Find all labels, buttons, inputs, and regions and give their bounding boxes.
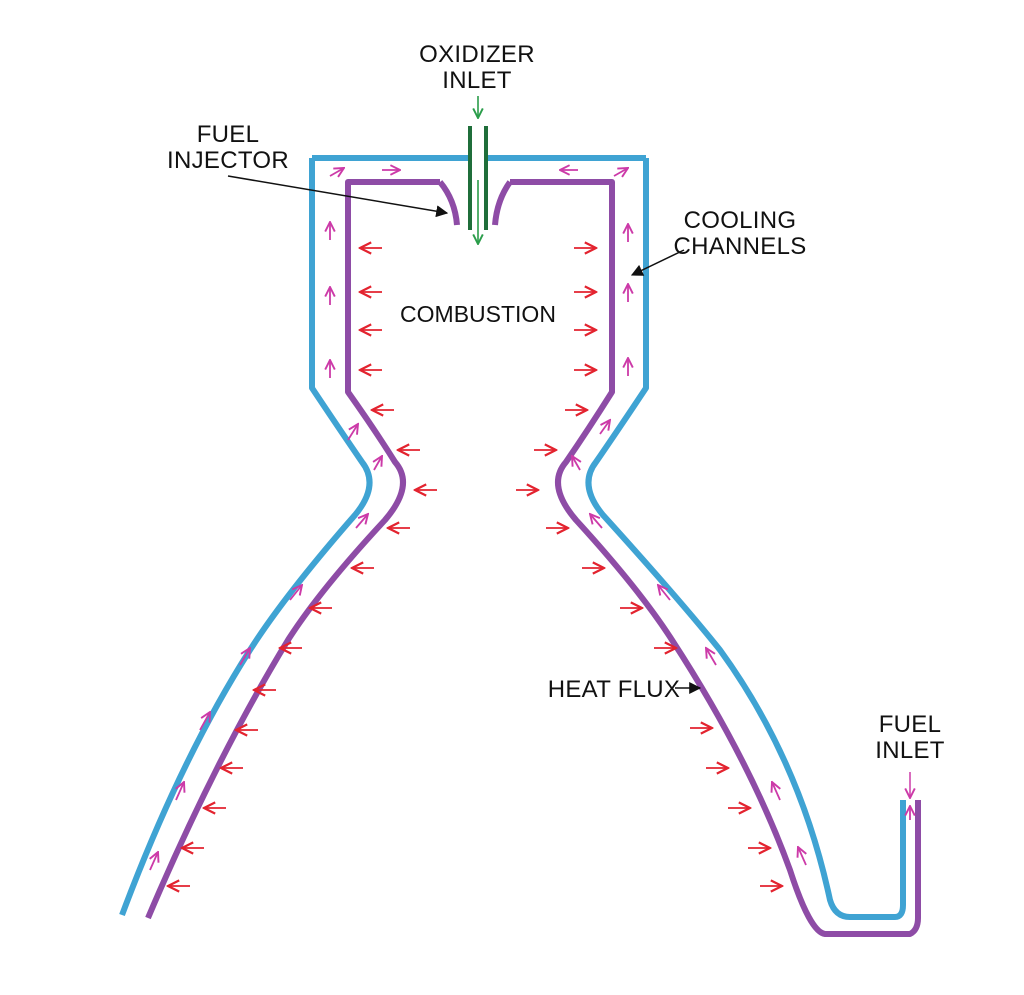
coolant-flow-arrow-icon bbox=[613, 168, 628, 176]
inner-wall-left bbox=[145, 179, 440, 920]
coolant-flow-arrow-icon bbox=[590, 514, 603, 529]
coolant-flow-arrow-icon bbox=[347, 424, 358, 441]
coolant-flow-arrow-icon bbox=[329, 168, 344, 176]
coolant-flow-arrows bbox=[150, 168, 910, 871]
coolant-flow-arrow-icon bbox=[374, 456, 382, 471]
heat-flux-label: HEAT FLUX bbox=[548, 676, 681, 703]
coolant-flow-arrow-icon bbox=[355, 514, 368, 529]
coolant-flow-arrow-icon bbox=[772, 782, 780, 801]
fuel-injector-leader bbox=[227, 175, 449, 218]
fuel-inlet-label-line1: FUEL bbox=[879, 711, 942, 738]
fuel-inlet-label-line2: INLET bbox=[875, 737, 945, 764]
coolant-flow-arrow-icon bbox=[176, 782, 184, 801]
outer-wall-right bbox=[585, 158, 906, 920]
fuel-injector-label-line2: INJECTOR bbox=[167, 147, 289, 174]
coolant-flow-arrow-icon bbox=[599, 420, 610, 435]
cooling-channels-label-line1: COOLING bbox=[684, 207, 797, 234]
coolant-flow-arrow-icon bbox=[150, 852, 158, 871]
cooling-channels-label-line2: CHANNELS bbox=[673, 233, 806, 260]
coolant-flow-arrow-icon bbox=[289, 585, 302, 601]
coolant-flow-arrow-icon bbox=[239, 648, 250, 666]
outer-wall-left bbox=[119, 158, 373, 917]
coolant-flow-arrow-icon bbox=[798, 847, 806, 866]
coolant-flow-arrow-icon bbox=[572, 456, 580, 471]
cooling-channels-leader bbox=[630, 249, 685, 276]
coolant-flow-arrow-icon bbox=[658, 585, 671, 601]
oxidizer-inlet-label-line2: INLET bbox=[442, 67, 512, 94]
fuel-injector-label-line1: FUEL bbox=[197, 121, 260, 148]
heat-flux-arrows bbox=[168, 248, 782, 886]
coolant-flow-arrow-icon bbox=[706, 648, 717, 666]
injector-lip-right bbox=[492, 180, 513, 226]
injector-lip-left bbox=[437, 180, 460, 226]
coolant-flow-arrow-icon bbox=[199, 712, 210, 731]
oxidizer-inlet-label-line1: OXIDIZER bbox=[419, 41, 535, 68]
combustion-label: COMBUSTION bbox=[400, 301, 556, 327]
inner-wall-right bbox=[510, 179, 921, 937]
